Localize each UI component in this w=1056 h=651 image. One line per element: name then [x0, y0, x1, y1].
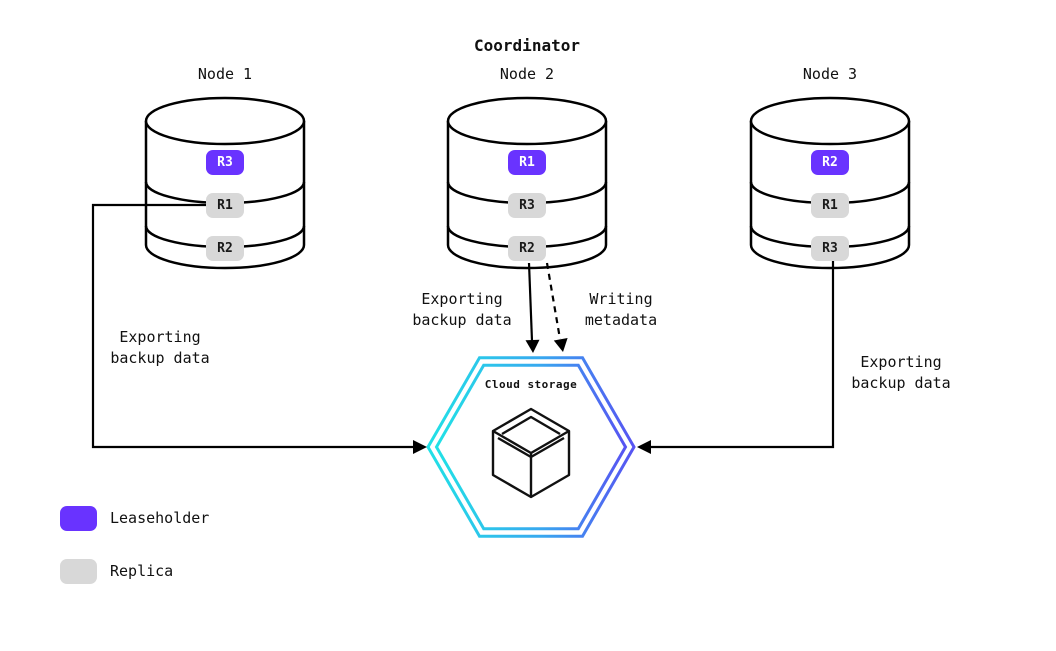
legend-replica-label: Replica	[110, 562, 174, 580]
node2-export-arrow	[525, 262, 540, 353]
replica-badge: R3	[508, 193, 546, 218]
replica-badge: R1	[811, 193, 849, 218]
node2-label: Node 2	[499, 65, 555, 83]
arrowhead-down	[525, 339, 540, 353]
arrowhead-left	[637, 440, 651, 454]
edge-label-line: backup data	[412, 311, 512, 329]
arrowhead-right	[413, 440, 427, 454]
edge-label-line: Exporting	[119, 328, 201, 346]
arrowhead-down-dashed	[553, 338, 568, 352]
node2-cylinder	[446, 96, 608, 270]
replica-badge: R3	[811, 236, 849, 261]
cloud-storage-hexagon	[426, 356, 636, 538]
node3-export-arrow	[637, 260, 835, 454]
replica-badge: R2	[508, 236, 546, 261]
legend-leaseholder-swatch	[60, 506, 97, 531]
leaseholder-badge: R1	[508, 150, 546, 175]
diagram-title: Coordinator	[474, 36, 580, 55]
node2-metadata-arrow	[545, 262, 568, 352]
replica-badge: R2	[206, 236, 244, 261]
node1-label: Node 1	[197, 65, 253, 83]
storage-box-icon	[491, 407, 571, 499]
edge-label-line: Writing	[589, 290, 653, 308]
leaseholder-badge: R2	[811, 150, 849, 175]
replica-badge: R1	[206, 193, 244, 218]
edge-label-line: Exporting	[421, 290, 503, 308]
edge-label-line: backup data	[110, 349, 210, 367]
legend-leaseholder-label: Leaseholder	[110, 509, 210, 527]
node3-label: Node 3	[802, 65, 858, 83]
node2-export-label: Exporting backup data	[362, 289, 562, 331]
cloud-storage-label: Cloud storage	[484, 378, 578, 391]
node3-export-label: Exporting backup data	[801, 352, 1001, 394]
leaseholder-badge: R3	[206, 150, 244, 175]
node1-export-arrow	[91, 203, 427, 454]
node1-export-label: Exporting backup data	[60, 327, 260, 369]
edge-label-line: metadata	[584, 311, 658, 329]
legend-replica-swatch	[60, 559, 97, 584]
node2-metadata-label: Writing metadata	[521, 289, 721, 331]
edge-label-line: Exporting	[860, 353, 942, 371]
edge-label-line: backup data	[851, 374, 951, 392]
